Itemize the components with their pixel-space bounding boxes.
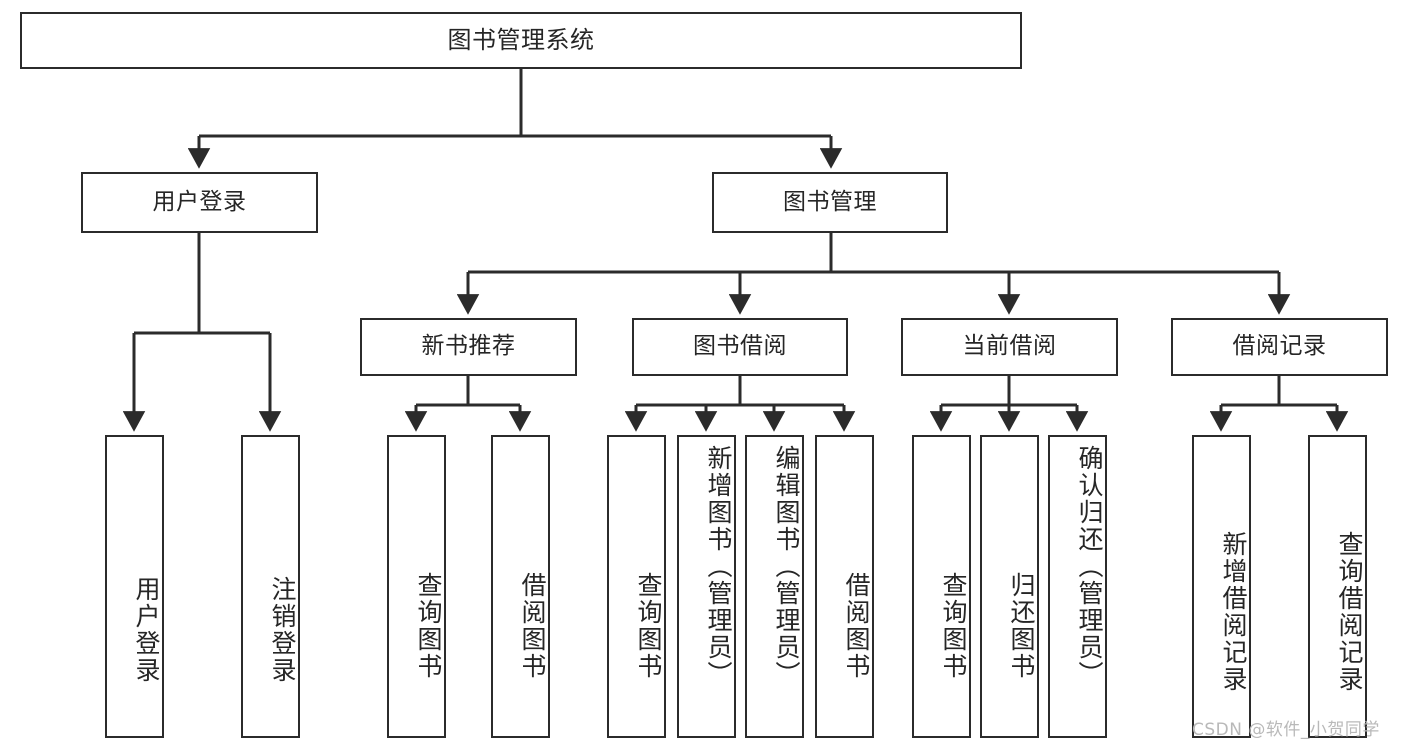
node-book-management[interactable]: 图书管理 [712, 172, 948, 233]
node-new-book-recommend[interactable]: 新书推荐 [360, 318, 577, 376]
leaf-borrow-book[interactable]: 借阅图书 [815, 435, 874, 738]
leaf-query-book-recommend[interactable]: 查询图书 [387, 435, 446, 738]
node-user-login[interactable]: 用户登录 [81, 172, 318, 233]
node-borrow-record[interactable]: 借阅记录 [1171, 318, 1388, 376]
leaf-user-login[interactable]: 用户登录 [105, 435, 164, 738]
leaf-query-book-current[interactable]: 查询图书 [912, 435, 971, 738]
node-current-borrow[interactable]: 当前借阅 [901, 318, 1118, 376]
watermark-text: CSDN @软件_小贺同学 [1192, 720, 1380, 740]
leaf-edit-book-admin[interactable]: 编辑图书（管理员） [745, 435, 804, 738]
leaf-confirm-return-admin[interactable]: 确认归还（管理员） [1048, 435, 1107, 738]
leaf-add-book-admin[interactable]: 新增图书（管理员） [677, 435, 736, 738]
leaf-query-borrow-record[interactable]: 查询借阅记录 [1308, 435, 1367, 738]
leaf-borrow-book-recommend[interactable]: 借阅图书 [491, 435, 550, 738]
leaf-return-book[interactable]: 归还图书 [980, 435, 1039, 738]
leaf-add-borrow-record[interactable]: 新增借阅记录 [1192, 435, 1251, 738]
node-root-system[interactable]: 图书管理系统 [20, 12, 1022, 69]
leaf-query-book-borrow[interactable]: 查询图书 [607, 435, 666, 738]
node-book-borrow[interactable]: 图书借阅 [632, 318, 848, 376]
leaf-logout-login[interactable]: 注销登录 [241, 435, 300, 738]
